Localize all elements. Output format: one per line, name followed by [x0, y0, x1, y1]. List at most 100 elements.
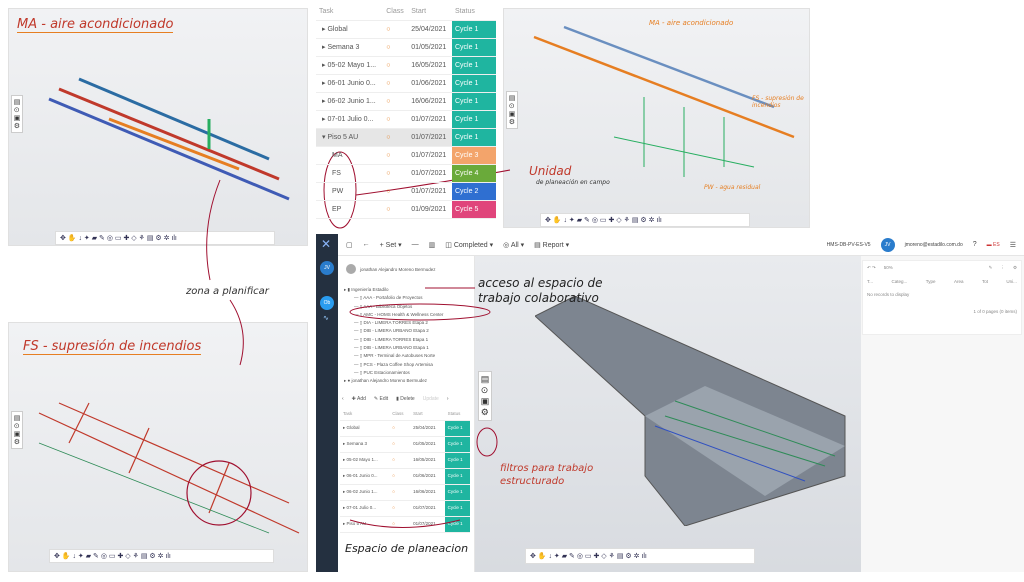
language-select[interactable]: ▬ ES: [986, 241, 1000, 248]
tree-root[interactable]: ▸ ▮ Ingeniería Estadilo: [344, 287, 389, 292]
start-date: 01/05/2021: [410, 436, 445, 453]
activity-icon[interactable]: ∿: [323, 315, 329, 322]
undo-icon[interactable]: ↶ ↷: [867, 265, 876, 270]
task-name: FS: [316, 164, 384, 183]
col-status[interactable]: Status: [452, 4, 496, 21]
all-filter[interactable]: ◎ All ▾: [503, 241, 525, 249]
viewer-toolbar[interactable]: ✥ ✋ ↓ ✦ ▰ ✎ ◎ ▭ ✚ ◇ ⚘ ▤ ⚙ ✲ ılı: [525, 548, 755, 564]
ma-viewer[interactable]: MA - aire acondicionado ▤⊙▣⚙ ✥ ✋ ↓ ✦ ▰ ✎…: [8, 8, 308, 246]
column-header[interactable]: Area: [953, 279, 964, 284]
set-menu[interactable]: + Set ▾: [379, 241, 402, 249]
column-header[interactable]: Tot: [981, 279, 988, 284]
view-tools[interactable]: ▤⊙▣⚙: [11, 411, 23, 449]
fs-viewer[interactable]: FS - supresión de incendios ▤⊙▣⚙ ✥ ✋ ↓ ✦…: [8, 322, 308, 572]
report-menu[interactable]: ▤ Report ▾: [534, 241, 570, 249]
tree-item[interactable]: — ▯ AAA - Portafolio de Proyectos: [354, 295, 423, 301]
viewer-toolbar[interactable]: ✥ ✋ ↓ ✦ ▰ ✎ ◎ ▭ ✚ ◇ ⚘ ▤ ⚙ ✲ ılı: [55, 231, 275, 245]
start-date: 01/09/2021: [408, 200, 452, 219]
start-date: 01/07/2021: [408, 128, 452, 147]
grid-icon[interactable]: ▥: [428, 241, 436, 249]
zoom-select[interactable]: 50%: [883, 265, 893, 270]
start-date: 01/07/2021: [408, 146, 452, 165]
col-class[interactable]: Class: [383, 4, 409, 21]
col-class[interactable]: Class: [389, 408, 411, 421]
refresh-icon[interactable]: ▢: [346, 241, 353, 249]
model-select[interactable]: HMS-DB-PV-ES-V5: [826, 241, 871, 248]
tree-item[interactable]: — ▯ AMC - HOMS Health & Wellness Center: [354, 311, 444, 317]
completed-filter[interactable]: ◫ Completed ▾: [445, 241, 494, 249]
column-header[interactable]: Uni...: [1006, 279, 1017, 284]
next-icon[interactable]: ›: [446, 396, 449, 402]
col-start[interactable]: Start: [408, 4, 452, 21]
tree-item[interactable]: — ▯ DIB - LIMERA URBANO Etapa 1: [354, 345, 429, 351]
menu-icon[interactable]: ☰: [1009, 241, 1016, 249]
delete-button[interactable]: ▮ Delete: [396, 396, 415, 402]
tree-item[interactable]: — ▯ DIB - LIMERA URBANO Etapa 2: [354, 328, 429, 334]
back-icon[interactable]: ←: [362, 241, 370, 248]
more-icon[interactable]: ⋮: [1000, 265, 1005, 270]
help-icon[interactable]: ?: [972, 241, 977, 248]
start-date: 01/07/2021: [408, 182, 452, 201]
add-button[interactable]: ✚ Add: [351, 396, 366, 402]
sidebar-avatar[interactable]: JV: [320, 261, 334, 275]
update-button[interactable]: Update: [422, 396, 439, 402]
tree-item[interactable]: — ▯ DIB - LIMERA TORRES Etapa 1: [354, 336, 429, 342]
settings-icon[interactable]: ⚙: [1012, 265, 1017, 270]
user-row: jonathan Alejandro Moreno Bermudez: [346, 264, 436, 274]
user-email[interactable]: jmoreno@estadilo.com.do: [904, 241, 963, 248]
sidebar-item[interactable]: Ob: [320, 296, 334, 310]
tree-item[interactable]: — ▯ DIA - LIMERA TORRES Etapa 2: [354, 320, 428, 326]
task-name: ▸ 06-01 Junio 0...: [316, 74, 384, 93]
column-header[interactable]: Type: [925, 279, 936, 284]
col-task[interactable]: Task: [340, 408, 390, 421]
building-viewer[interactable]: ▤⊙▣⚙ ✥ ✋ ↓ ✦ ▰ ✎ ◎ ▭ ✚ ◇ ⚘ ▤ ⚙ ✲ ılı: [475, 256, 861, 572]
tree-user[interactable]: ▸ ● jonathan Alejandro Moreno Bermudez: [344, 378, 428, 384]
col-task[interactable]: Task: [316, 4, 384, 21]
tree-item[interactable]: — ▯ MPR - Terminal de Autobuses Norte: [354, 353, 436, 359]
start-date: 01/06/2021: [410, 468, 445, 485]
viewer-toolbar[interactable]: ✥ ✋ ↓ ✦ ▰ ✎ ◎ ▭ ✚ ◇ ⚘ ▤ ⚙ ✲ ılı: [540, 213, 750, 227]
tree-item[interactable]: — ▯ PCS - Plaza Coffee Shop Artemisa: [354, 361, 433, 367]
col-status[interactable]: Status: [444, 408, 470, 421]
view-tools[interactable]: ▤⊙▣⚙: [506, 91, 518, 129]
view-tools[interactable]: ▤⊙▣⚙: [478, 371, 492, 421]
status-badge: Cycle 3: [452, 146, 496, 165]
class-icon: ○: [383, 110, 409, 129]
user-avatar[interactable]: JV: [880, 237, 895, 252]
select-icon[interactable]: ✥ ✋ ↓ ✦ ▰ ✎ ◎ ▭ ✚ ◇ ⚘ ▤ ⚙ ✲ ılı: [60, 235, 177, 242]
status-badge: Cycle 4: [452, 164, 496, 183]
tree-item[interactable]: — ▯ AAA - Biblioteca Objetos: [354, 303, 413, 309]
edit-icon[interactable]: ✎: [988, 265, 993, 270]
column-header[interactable]: Categ...: [891, 279, 908, 284]
col-start[interactable]: Start: [410, 408, 445, 421]
status-badge: Cycle 5: [452, 200, 496, 219]
minus-icon[interactable]: —: [411, 241, 419, 248]
view-tools[interactable]: ▤⊙▣⚙: [11, 95, 23, 133]
task-name: ▸ Semana 3: [340, 436, 390, 453]
column-header[interactable]: T...: [867, 279, 874, 284]
viewer-toolbar[interactable]: ✥ ✋ ↓ ✦ ▰ ✎ ◎ ▭ ✚ ◇ ⚘ ▤ ⚙ ✲ ılı: [49, 549, 274, 563]
tree-item[interactable]: — ▯ PUC Estacionamientos: [354, 369, 410, 375]
task-name: ▸ 05-02 Mayo 1...: [316, 56, 384, 75]
edit-button[interactable]: ✎ Edit: [373, 396, 389, 402]
mep-viewer[interactable]: MA - aire acondicionado FS - supresión d…: [503, 8, 810, 228]
prev-icon[interactable]: ‹: [342, 396, 344, 402]
